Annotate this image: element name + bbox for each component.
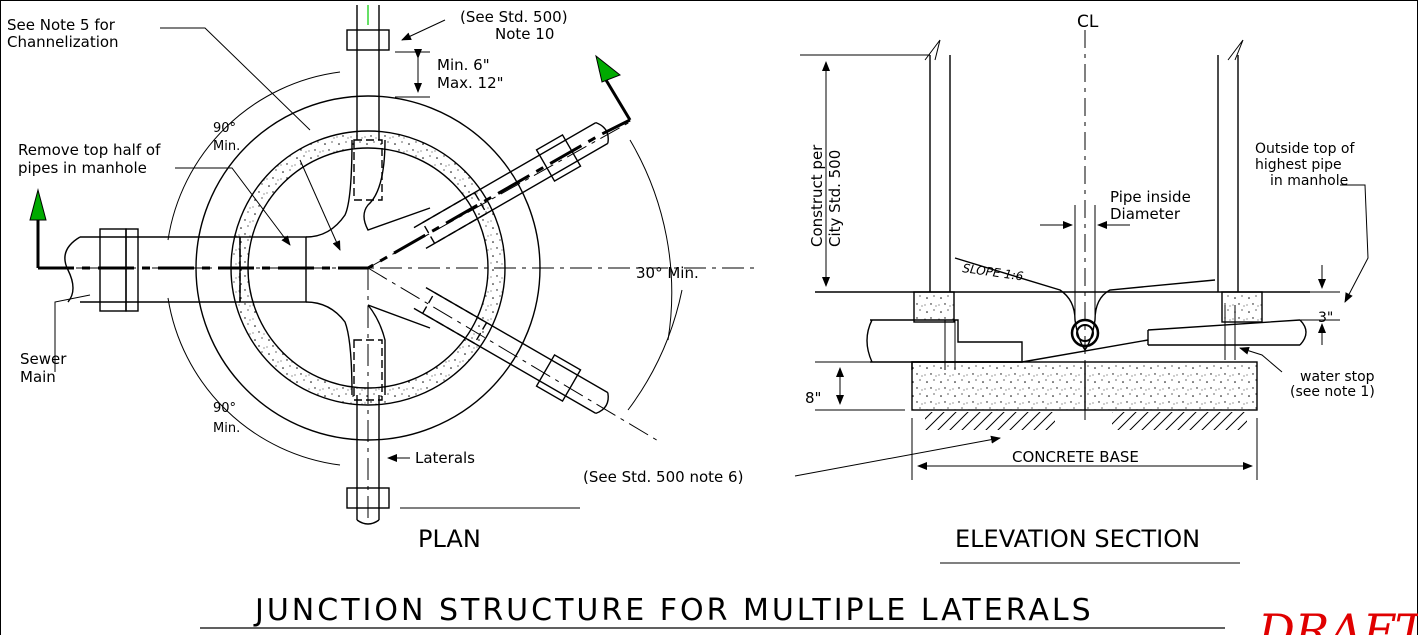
std500-note10-line1: (See Std. 500): [460, 8, 568, 26]
pipe-inside-line2: Diameter: [1110, 205, 1181, 223]
sheet-title: JUNCTION STRUCTURE FOR MULTIPLE LATERALS: [253, 593, 1094, 628]
angle-bottom-min: Min.: [213, 421, 240, 436]
angle-bottom-deg: 90°: [213, 401, 236, 416]
plan-view: [29, 5, 1001, 525]
concrete-base-label: CONCRETE BASE: [1012, 448, 1139, 466]
water-stop-line2: (see note 1): [1290, 384, 1375, 400]
angle-30-label: 30° Min.: [636, 264, 699, 282]
channelization-note-line2: Channelization: [7, 33, 119, 51]
dim-3in-label: 3": [1318, 310, 1333, 326]
laterals-label: Laterals: [415, 449, 475, 467]
construct-per-line1: Construct per: [808, 144, 826, 247]
top-lateral-pipe: [346, 5, 390, 201]
outside-top-line1: Outside top of: [1255, 141, 1355, 157]
max-dim-label: Max. 12": [437, 74, 504, 92]
outside-top-line3: in manhole: [1270, 173, 1348, 189]
angle-top-deg: 90°: [213, 121, 236, 136]
construct-per-line2: City Std. 500: [826, 150, 844, 247]
draft-watermark: DRAFT: [1257, 604, 1418, 635]
elevation-labels: CL Construct per City Std. 500 Pipe insi…: [805, 12, 1375, 553]
sewer-main-line1: Sewer: [20, 350, 67, 368]
channelization-note-line1: See Note 5 for: [7, 16, 116, 34]
plan-labels: See Note 5 for Channelization (See Std. …: [7, 8, 743, 553]
remove-top-half-line1: Remove top half of: [18, 141, 161, 159]
upper-right-lateral-pipe: [413, 121, 609, 249]
pipe-inside-line1: Pipe inside: [1110, 188, 1191, 206]
elevation-view: [800, 30, 1369, 564]
std500-note6-label: (See Std. 500 note 6): [583, 468, 743, 486]
sewer-main-line2: Main: [20, 368, 56, 386]
water-stop-line1: water stop: [1300, 369, 1375, 385]
dim-8in-label: 8": [805, 389, 821, 407]
outside-top-line2: highest pipe: [1255, 157, 1342, 173]
angle-top-min: Min.: [213, 139, 240, 154]
min-dim-label: Min. 6": [437, 56, 490, 74]
elevation-title: ELEVATION SECTION: [955, 525, 1200, 553]
slope-label: SLOPE 1:6: [962, 261, 1025, 283]
remove-top-half-line2: pipes in manhole: [18, 159, 147, 177]
std500-note10-line2: Note 10: [495, 25, 554, 43]
centerline-label: CL: [1077, 12, 1099, 32]
plan-title: PLAN: [418, 525, 481, 553]
